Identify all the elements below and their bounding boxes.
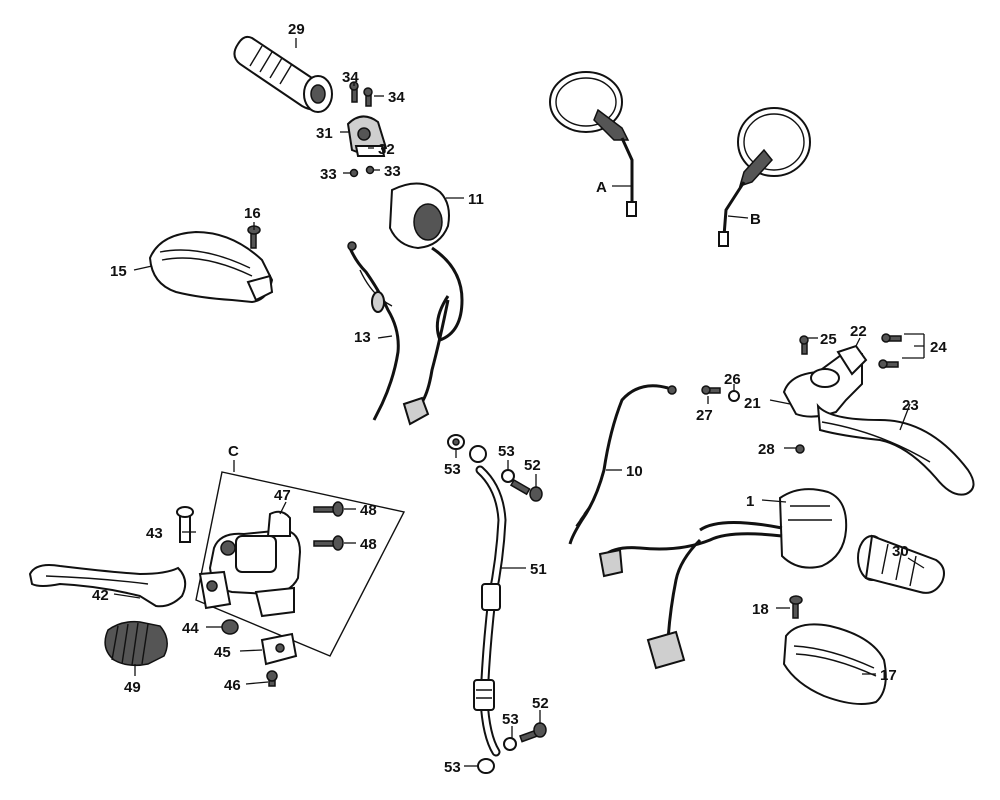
callout-16: 16 xyxy=(244,205,261,222)
callout-28: 28 xyxy=(758,441,775,458)
switch-housing-right-part xyxy=(598,488,848,670)
callout-26: 26 xyxy=(724,371,741,388)
callout-52: 52 xyxy=(524,457,541,474)
screw-part xyxy=(266,670,278,687)
callout-27: 27 xyxy=(696,407,713,424)
switch-housing-part xyxy=(388,182,464,426)
callout-21: 21 xyxy=(744,395,761,412)
callout-49: 49 xyxy=(124,679,141,696)
callout-33: 33 xyxy=(384,163,401,180)
callout-13: 13 xyxy=(354,329,371,346)
callout-b: B xyxy=(750,211,761,228)
callout-46: 46 xyxy=(224,677,241,694)
washer-part xyxy=(503,737,517,751)
callout-44: 44 xyxy=(182,620,199,637)
spring-part xyxy=(104,620,168,667)
hand-guard-left-part xyxy=(148,230,274,304)
washer-part xyxy=(728,390,740,402)
callout-34: 34 xyxy=(388,89,405,106)
callout-15: 15 xyxy=(110,263,127,280)
brake-hose-part xyxy=(473,465,507,757)
callout-30: 30 xyxy=(892,543,909,560)
throttle-grip-part xyxy=(233,35,333,113)
detail-box-c xyxy=(195,460,406,657)
leader-lines xyxy=(113,38,925,767)
callout-18: 18 xyxy=(752,601,769,618)
callout-45: 45 xyxy=(214,644,231,661)
washer-part xyxy=(477,758,495,774)
mirror-b-part xyxy=(718,107,811,247)
callout-43: 43 xyxy=(146,525,163,542)
callout-23: 23 xyxy=(902,397,919,414)
callout-17: 17 xyxy=(880,667,897,684)
nut-part xyxy=(795,444,805,454)
clutch-lever-part xyxy=(782,344,975,496)
throttle-cable-part xyxy=(347,241,400,421)
bolt-part xyxy=(789,595,803,619)
callout-53: 53 xyxy=(498,443,515,460)
callout-48: 48 xyxy=(360,536,377,553)
callout-1: 1 xyxy=(746,493,754,510)
callout-42: 42 xyxy=(92,587,109,604)
callout-a: A xyxy=(596,179,607,196)
washer-part xyxy=(469,445,487,463)
callout-11: 11 xyxy=(468,191,484,208)
grip-right-part xyxy=(857,534,945,594)
throttle-housing-part xyxy=(346,115,388,157)
brake-lever-part xyxy=(28,564,187,608)
washer-part xyxy=(501,469,515,483)
nut-part xyxy=(365,165,375,175)
banjo-bolt-part xyxy=(519,722,547,743)
callout-10: 10 xyxy=(626,463,643,480)
callout-c: C xyxy=(228,443,239,460)
clutch-cable-part xyxy=(568,384,677,545)
nut-part xyxy=(349,168,359,178)
callout-47: 47 xyxy=(274,487,291,504)
brake-switch-part xyxy=(260,632,298,666)
callout-25: 25 xyxy=(820,331,837,348)
screw-part xyxy=(349,81,373,107)
callout-24: 24 xyxy=(930,339,947,356)
callout-53: 53 xyxy=(444,759,461,776)
washer-part xyxy=(221,619,239,635)
callout-48: 48 xyxy=(360,502,377,519)
callout-52: 52 xyxy=(532,695,549,712)
callout-33: 33 xyxy=(320,166,337,183)
hand-guard-right-part xyxy=(782,623,887,705)
bolt-part xyxy=(313,501,344,551)
callout-32: 32 xyxy=(378,141,395,158)
callout-31: 31 xyxy=(316,125,333,142)
washer-hole xyxy=(452,438,460,446)
mirror-a-part xyxy=(549,71,637,217)
screw-part xyxy=(701,385,721,395)
brake-master-cylinder-part xyxy=(198,510,302,618)
callout-53: 53 xyxy=(444,461,461,478)
bolt-part xyxy=(176,506,194,543)
banjo-bolt-part xyxy=(509,478,543,502)
callout-53: 53 xyxy=(502,711,519,728)
callout-29: 29 xyxy=(288,21,305,38)
callout-34: 34 xyxy=(342,69,359,86)
clamp-screw-part xyxy=(799,333,902,369)
callout-22: 22 xyxy=(850,323,867,340)
callout-51: 51 xyxy=(530,561,547,578)
